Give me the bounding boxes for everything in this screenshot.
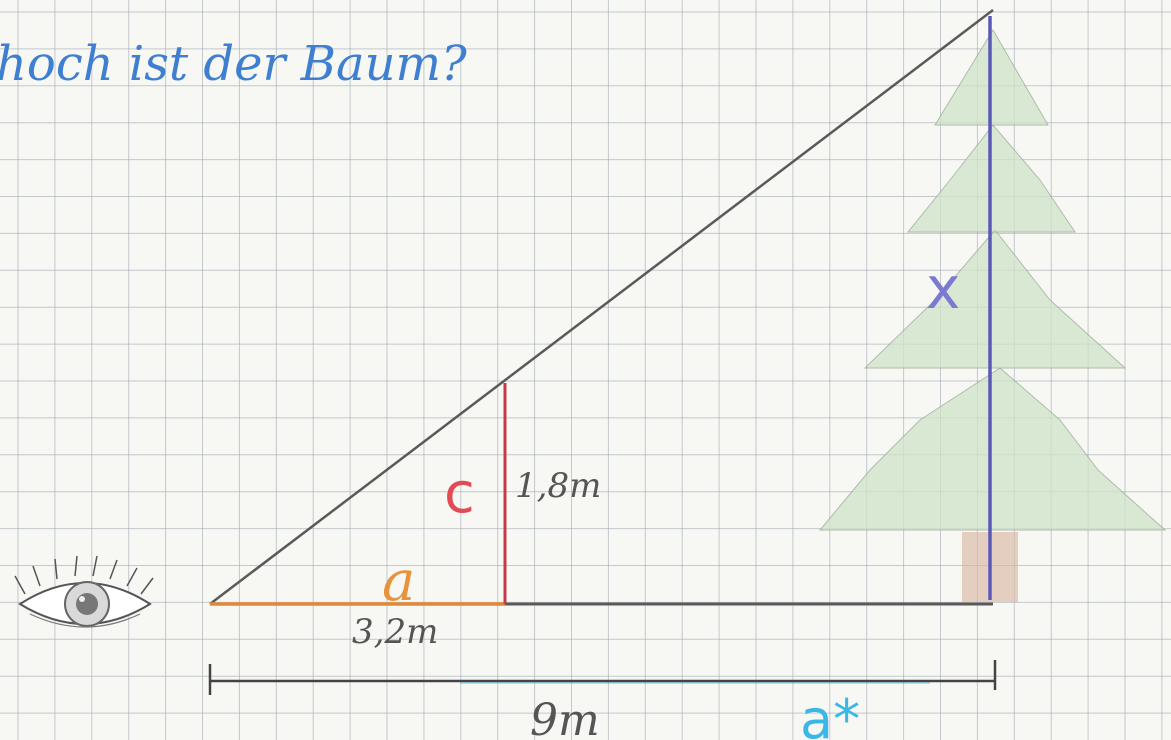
tree-tier-bottom — [818, 367, 1167, 531]
small-height-value: 1,8m — [515, 466, 601, 506]
total-distance-measure — [208, 660, 997, 695]
a-label: a — [382, 549, 415, 614]
total-base-value: 9m — [530, 695, 600, 740]
x-label: x — [926, 254, 960, 322]
tree-tier-middle — [863, 229, 1127, 369]
hypotenuse-line — [209, 9, 994, 605]
eye-icon — [14, 555, 154, 628]
tree-icon — [818, 29, 1167, 602]
small-base-value: 3,2m — [352, 612, 438, 652]
astar-label: a* — [800, 688, 860, 740]
title-text: hoch ist der Baum? — [0, 36, 467, 92]
c-label: c — [444, 461, 475, 526]
